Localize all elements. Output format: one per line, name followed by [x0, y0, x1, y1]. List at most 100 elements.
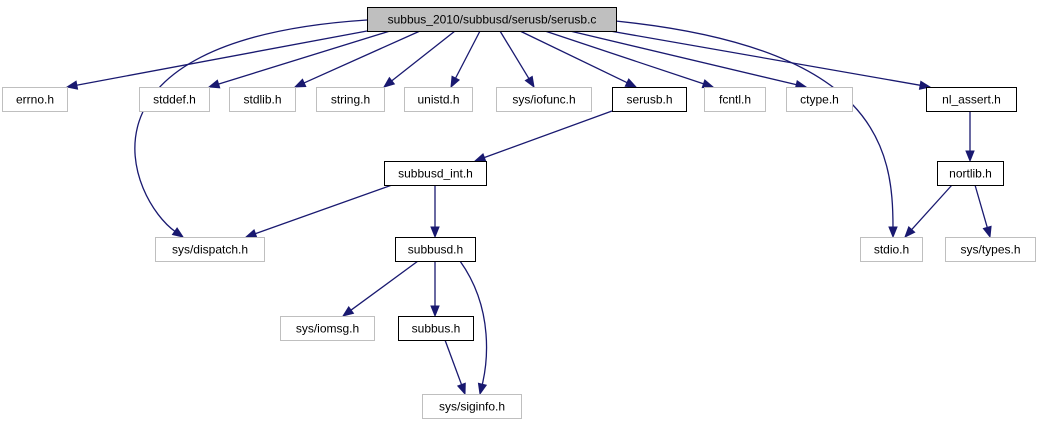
node-box — [139, 87, 210, 112]
node-box — [155, 237, 265, 262]
node-serusb-h[interactable]: serusb.h — [612, 87, 687, 112]
edge-serusb_c-to-sys_iofunc_h — [499, 30, 535, 89]
arrowhead — [341, 305, 355, 317]
edge-line — [544, 30, 705, 85]
edge-serusb_c-to-sys_dispatch_h — [134, 19, 368, 238]
node-box — [704, 87, 766, 112]
edges-layer — [65, 19, 992, 396]
edge-subbusd_h-to-sys_siginfo_h — [459, 260, 488, 396]
node-nl-assert-h[interactable]: nl_assert.h — [926, 87, 1017, 112]
node-ctype-h: ctype.h — [786, 87, 853, 112]
edge-nortlib_h-to-sys_types_h — [974, 184, 992, 239]
edge-subbusd_int_h-to-subbusd_h — [430, 185, 440, 239]
node-label: sys/dispatch.h — [172, 243, 248, 257]
node-label: errno.h — [16, 93, 54, 107]
node-box — [2, 87, 68, 112]
edge-line — [390, 30, 456, 82]
arrowhead — [171, 227, 185, 238]
arrowhead — [430, 226, 440, 239]
node-label: sys/siginfo.h — [439, 400, 505, 414]
arrowhead — [965, 150, 975, 163]
edge-line — [609, 30, 922, 87]
node-sys-iomsg-h: sys/iomsg.h — [280, 316, 375, 341]
node-box — [367, 7, 617, 32]
node-label: nl_assert.h — [942, 93, 1001, 107]
arrowhead — [65, 80, 79, 90]
node-label: stdlib.h — [243, 93, 281, 107]
node-label: sys/iofunc.h — [512, 93, 575, 107]
node-nortlib-h[interactable]: nortlib.h — [937, 161, 1004, 186]
edge-nortlib_h-to-stdio_h — [904, 184, 953, 238]
node-box — [926, 87, 1017, 112]
edge-subbusd_h-to-sys_iomsg_h — [341, 260, 419, 317]
edge-serusb_c-to-errno_h — [65, 30, 368, 90]
node-box — [384, 161, 487, 186]
node-label: fcntl.h — [719, 93, 751, 107]
arrowhead — [982, 225, 992, 239]
arrowhead — [701, 79, 715, 89]
edge-line — [254, 184, 393, 235]
node-label: subbusd.h — [408, 243, 463, 257]
node-box — [398, 316, 474, 341]
node-subbus-h[interactable]: subbus.h — [398, 316, 474, 341]
node-box — [945, 237, 1036, 262]
edge-nl_assert_h-to-nortlib_h — [965, 111, 975, 163]
edge-serusb_c-to-unistd_h — [450, 30, 481, 89]
edge-line — [444, 339, 463, 386]
edge-line — [910, 184, 953, 231]
node-label: unistd.h — [417, 93, 459, 107]
node-label: nortlib.h — [949, 167, 992, 181]
edge-line — [483, 110, 613, 159]
edge-subbusd_int_h-to-sys_dispatch_h — [244, 184, 393, 238]
edge-line — [454, 30, 481, 80]
edge-serusb_c-to-stdio_h — [604, 19, 898, 239]
node-label: subbus.h — [412, 322, 461, 336]
arrowhead — [477, 382, 488, 396]
edge-subbus_h-to-sys_siginfo_h — [444, 339, 466, 396]
node-sys-dispatch-h: sys/dispatch.h — [155, 237, 265, 262]
node-label: stdio.h — [874, 243, 909, 257]
node-label: string.h — [331, 93, 370, 107]
nodes-layer: subbus_2010/subbusd/serusb/serusb.cerrno… — [2, 7, 1036, 419]
arrowhead — [624, 78, 638, 88]
arrowhead — [473, 152, 487, 162]
node-subbusd-int-h[interactable]: subbusd_int.h — [384, 161, 487, 186]
arrowhead — [524, 75, 535, 89]
node-label: subbus_2010/subbusd/serusb/serusb.c — [388, 13, 597, 27]
edge-subbusd_h-to-subbus_h — [430, 261, 440, 318]
arrowhead — [450, 75, 461, 89]
edge-line — [349, 260, 419, 312]
arrowhead — [904, 226, 916, 238]
node-fcntl-h: fcntl.h — [704, 87, 766, 112]
node-string-h: string.h — [316, 87, 385, 112]
edge-serusb_h-to-subbusd_int_h — [473, 110, 613, 162]
node-label: sys/types.h — [960, 243, 1020, 257]
node-box — [786, 87, 853, 112]
arrowhead — [456, 382, 466, 396]
node-label: serusb.h — [626, 93, 672, 107]
node-subbusd-h[interactable]: subbusd.h — [395, 237, 476, 262]
node-box — [229, 87, 296, 112]
arrowhead — [430, 305, 440, 318]
edge-line — [134, 19, 368, 233]
node-errno-h: errno.h — [2, 87, 68, 112]
edge-serusb_c-to-serusb_h — [519, 30, 638, 88]
edge-line — [974, 184, 989, 229]
node-box — [422, 394, 522, 419]
edge-line — [604, 19, 894, 229]
node-stdio-h: stdio.h — [860, 237, 923, 262]
node-stdlib-h: stdlib.h — [229, 87, 296, 112]
node-sys-iofunc-h: sys/iofunc.h — [496, 87, 592, 112]
edge-line — [519, 30, 629, 84]
edge-line — [75, 30, 368, 86]
arrowhead — [888, 226, 898, 239]
node-stddef-h: stddef.h — [139, 87, 210, 112]
node-box — [612, 87, 687, 112]
arrowhead — [382, 76, 396, 88]
node-serusb-c[interactable]: subbus_2010/subbusd/serusb/serusb.c — [367, 7, 617, 32]
edge-line — [499, 30, 530, 80]
node-label: ctype.h — [800, 93, 839, 107]
node-box — [404, 87, 473, 112]
edge-line — [217, 30, 391, 85]
